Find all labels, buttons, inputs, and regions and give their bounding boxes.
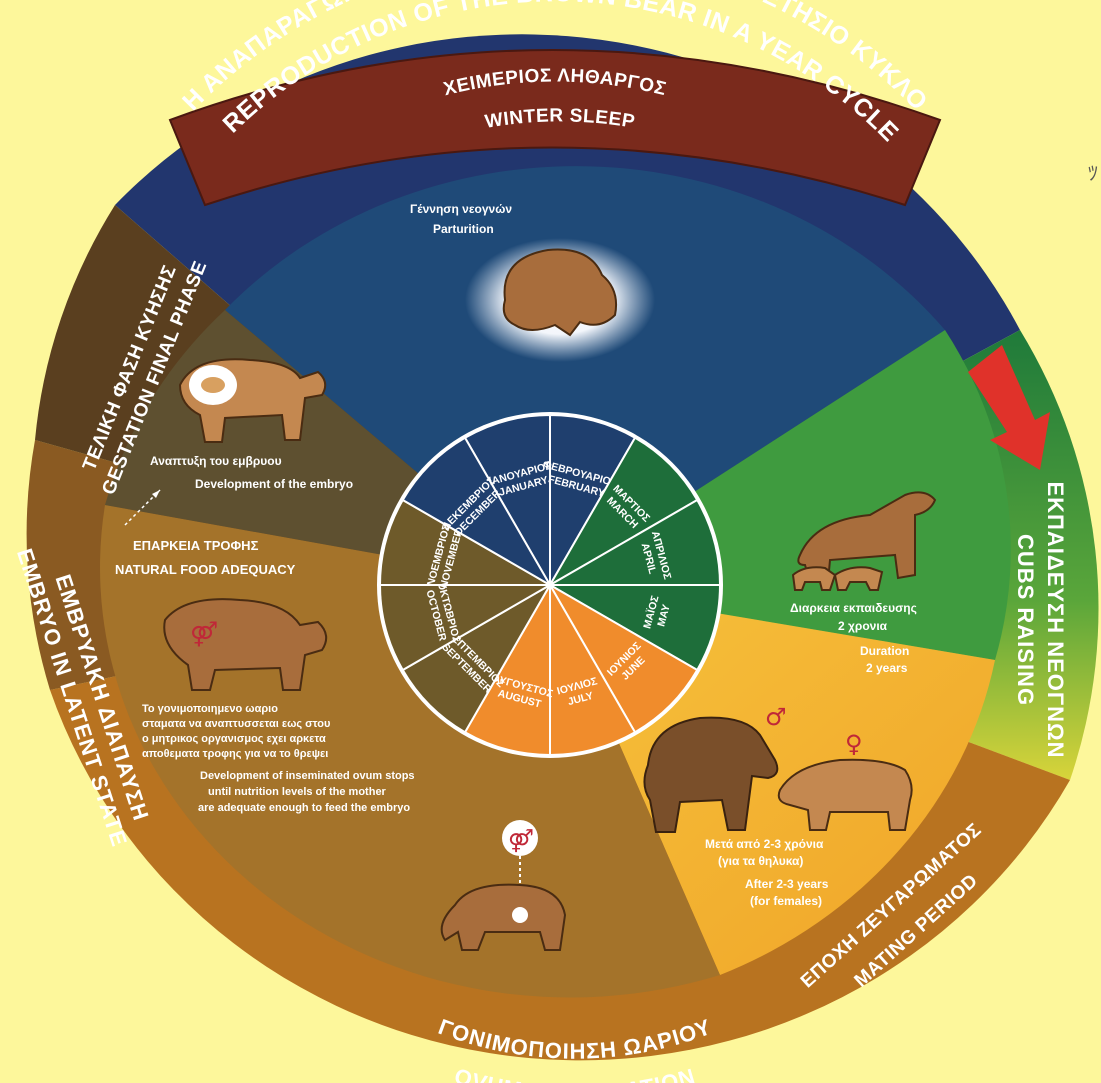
after-years-greek-1: Μετά από 2-3 χρόνια <box>705 837 824 851</box>
parturition-greek: Γέννηση νεογνών <box>410 202 512 216</box>
latent-bear: ⚤ <box>163 598 328 691</box>
male-bear-icon <box>643 716 779 833</box>
month-english: MAY <box>655 603 672 628</box>
training-duration-greek-1: Διαρκεια εκπαιδευσης <box>790 601 917 615</box>
month-wedge <box>401 582 553 734</box>
ovum-stops-english: Development of inseminated ovum stops un… <box>198 770 415 814</box>
month-wedge <box>547 582 699 734</box>
food-adequacy-greek: ΕΠΑΡΚΕΙΑ ΤΡΟΦΗΣ <box>133 538 259 553</box>
embryo-development-greek: Αναπτυξη του εμβρυου <box>150 454 282 468</box>
standing-bear-icon <box>440 883 567 951</box>
cub-icon <box>791 566 837 591</box>
svg-text:ο μητρικος οργανισμος εχει αρκ: ο μητρικος οργανισμος εχει αρκετα <box>142 733 326 745</box>
sleeping-bear-icon <box>502 248 618 337</box>
month-wedge <box>378 584 554 672</box>
cub-icon-2 <box>833 566 884 591</box>
after-years-english-1: After 2-3 years <box>745 877 829 891</box>
cubs-raising-greek: ΕΚΠΑΙΔΕΥΣΗ ΝΕΟΓΝΩΝ <box>1043 481 1068 758</box>
training-duration-greek-2: 2 χρονια <box>838 619 888 633</box>
month-wedge <box>549 581 637 757</box>
inseminated-bear: ⚤ <box>440 820 567 951</box>
svg-text:Το γονιμοποιημενο ωαριο: Το γονιμοποιημενο ωαριο <box>142 703 278 715</box>
parturition-english: Parturition <box>433 222 494 236</box>
ovum-insemination-english: OVUM INSEMINATION <box>452 1063 699 1083</box>
parturition-den <box>465 238 655 362</box>
month-wedge <box>549 413 637 589</box>
food-adequacy-english: NATURAL FOOD ADEQUACY <box>115 562 296 577</box>
training-duration-english-2: 2 years <box>866 661 908 675</box>
training-duration-english-1: Duration <box>860 644 909 658</box>
after-years-greek-2: (για τα θηλυκα) <box>718 854 803 868</box>
embryo-icon <box>201 377 225 393</box>
month-wedge <box>546 584 722 672</box>
male-symbol-icon: ♂ <box>765 703 787 731</box>
month-wedge <box>463 581 551 757</box>
month-wedge <box>463 413 551 589</box>
svg-text:σταματα να αναπτυσσεται εως στ: σταματα να αναπτυσσεται εως στου <box>142 718 330 730</box>
direction-arrow-icon <box>968 345 1050 470</box>
month-wedge <box>547 436 699 588</box>
female-symbol-icon: ♀ <box>845 730 863 758</box>
sector-winter <box>225 166 945 585</box>
female-bear-icon <box>777 758 913 831</box>
svg-text:until nutrition levels of the: until nutrition levels of the mother <box>208 786 387 798</box>
ovum-stops-greek: Το γονιμοποιημενο ωαριο σταματα να αναπτ… <box>142 703 330 760</box>
svg-text:αποθεματα τροφης για να το θρε: αποθεματα τροφης για να το θρεψει <box>142 748 328 760</box>
food-arrow <box>124 489 161 526</box>
gestation-bear <box>178 358 327 443</box>
month-wedge <box>378 498 554 586</box>
pair-symbol-icon: ⚤ <box>190 620 218 648</box>
cubs-raising-english: CUBS RAISING <box>1013 534 1038 706</box>
svg-text:Development of inseminated ovu: Development of inseminated ovum stops <box>200 770 415 782</box>
cubs-group <box>791 491 937 591</box>
embryo-development-english: Development of the embryo <box>195 477 353 491</box>
month-wedge <box>546 498 722 586</box>
pair-symbol-icon-2: ⚤ <box>508 829 534 854</box>
edge-mark-icon: ﾂ <box>1088 163 1098 185</box>
mother-bear-icon <box>797 491 937 583</box>
walking-bear-icon <box>163 598 328 691</box>
after-years-english-2: (for females) <box>750 894 822 908</box>
mating-bears: ♂ ♀ <box>643 703 913 833</box>
month-wedge <box>401 436 553 588</box>
svg-text:are adequate enough to feed th: are adequate enough to feed the embryo <box>198 802 410 814</box>
